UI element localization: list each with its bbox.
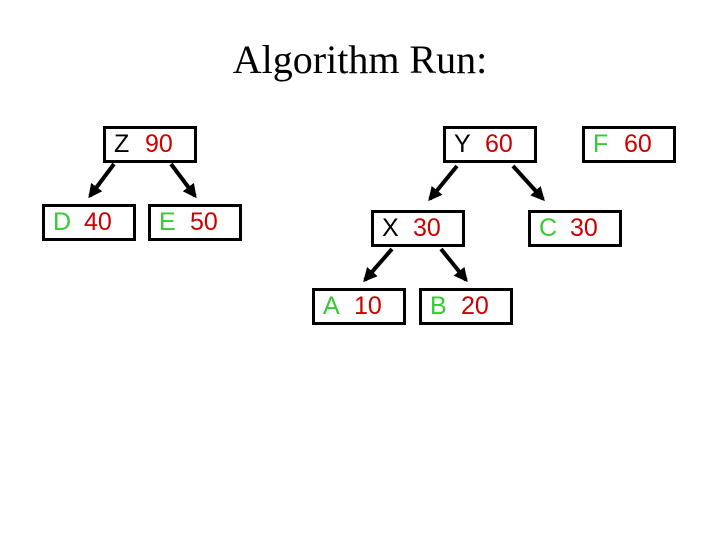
tree-node-x: X 30: [371, 210, 465, 247]
node-value: 30: [570, 214, 598, 242]
tree-node-d: D 40: [42, 204, 136, 241]
tree-node-z: Z 90: [103, 126, 197, 163]
edge-x-a: [363, 247, 394, 283]
tree-node-a: A 10: [312, 288, 406, 325]
node-value: 50: [190, 208, 218, 236]
edge-y-c: [511, 164, 545, 202]
node-letter: F: [593, 130, 609, 158]
node-letter: D: [53, 208, 72, 236]
node-letter: B: [430, 292, 447, 320]
node-value: 60: [624, 130, 652, 158]
node-value: 10: [354, 292, 382, 320]
edge-z-d: [88, 162, 116, 199]
node-letter: E: [159, 208, 176, 236]
slide-title: Algorithm Run:: [232, 37, 488, 82]
node-letter: A: [323, 292, 340, 320]
node-value: 20: [461, 292, 489, 320]
node-letter: C: [539, 214, 558, 242]
edge-y-x: [428, 164, 459, 202]
node-letter: Z: [114, 130, 130, 158]
tree-node-f: F 60: [582, 126, 676, 163]
edge-z-e: [169, 162, 197, 199]
tree-node-e: E 50: [148, 204, 242, 241]
edge-x-b: [439, 247, 468, 283]
node-value: 90: [145, 130, 173, 158]
node-value: 60: [485, 130, 513, 158]
tree-node-c: C 30: [528, 210, 622, 247]
node-value: 30: [413, 214, 441, 242]
node-letter: X: [382, 214, 399, 242]
tree-node-b: B 20: [419, 288, 513, 325]
tree-node-y: Y 60: [443, 126, 537, 163]
node-value: 40: [84, 208, 112, 236]
node-letter: Y: [454, 130, 471, 158]
